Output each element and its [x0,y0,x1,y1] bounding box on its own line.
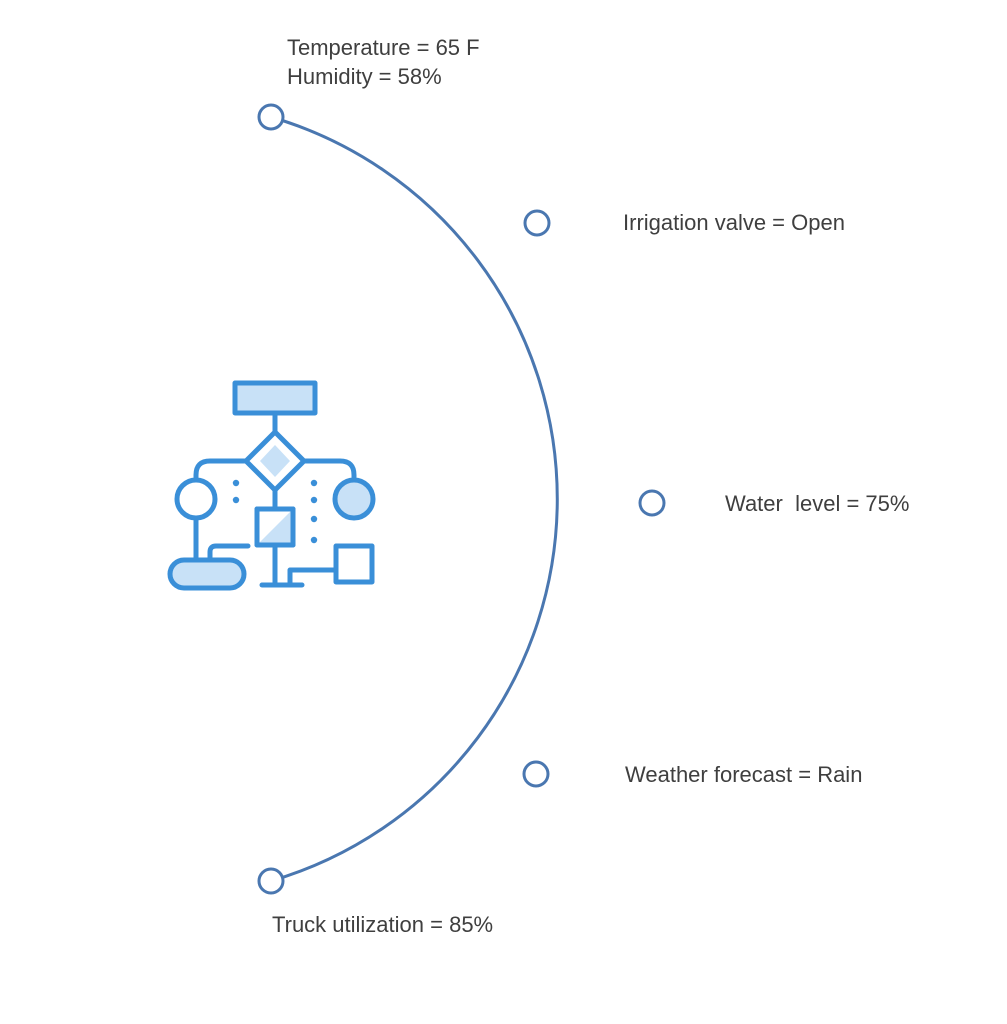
node-water-level [638,489,666,517]
label-truck-utilization: Truck utilization = 85% [272,912,494,937]
label-irrigation-valve: Irrigation valve = Open [623,210,845,235]
node-truck-utilization [257,867,285,895]
label-weather-forecast: Weather forecast = Rain [625,762,863,787]
flowchart-icon [167,380,376,591]
node-weather-forecast [522,760,550,788]
node-temp-humidity [257,103,285,131]
node-irrigation-valve [523,209,551,237]
label-temperature: Temperature = 65 F [287,35,480,60]
label-humidity: Humidity = 58% [287,64,442,89]
label-water-level: Water level = 75% [725,491,910,516]
connector-arc [270,115,559,883]
